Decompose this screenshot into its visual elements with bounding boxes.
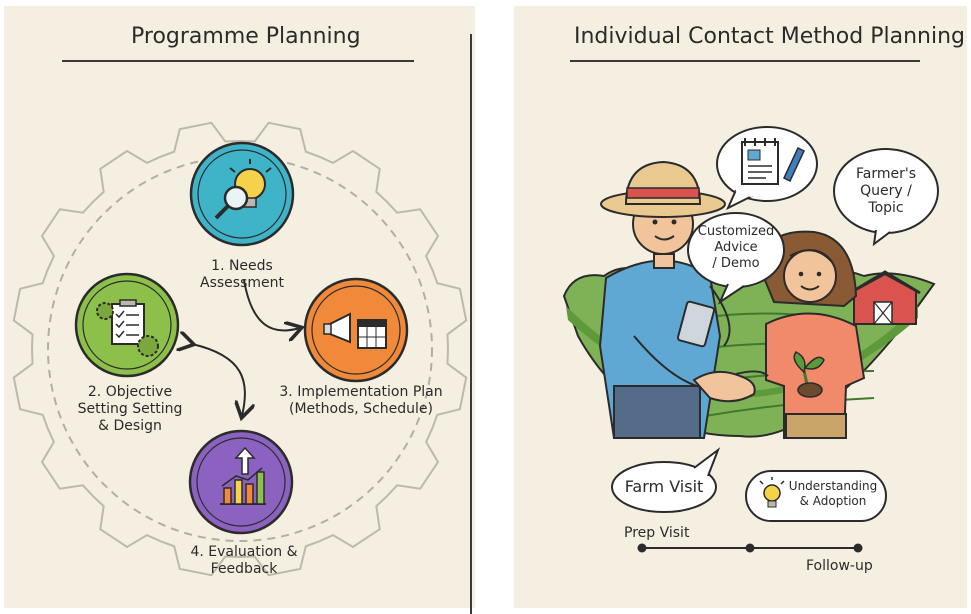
lightbulb-magnifier-icon <box>214 159 272 220</box>
farm-visit-label: Farm Visit <box>624 477 704 496</box>
step-label-needs-assessment: 1. Needs Assessment <box>167 258 317 292</box>
step-label-evaluation: 4. Evaluation & Feedback <box>174 544 314 578</box>
notebook-pen-icon <box>741 138 805 185</box>
visit-timeline <box>637 543 863 553</box>
panel-divider <box>470 34 472 614</box>
panel-title: Programme Planning <box>131 24 361 49</box>
farm-visit-illustration <box>562 126 939 553</box>
step-label-objective-setting: 2. Objective Setting Setting & Design <box>70 384 190 435</box>
barn-icon <box>849 270 921 325</box>
bubble-line: Advice <box>714 240 758 255</box>
bubble-line: / Demo <box>712 256 760 271</box>
understanding-label: Understanding & Adoption <box>782 479 884 509</box>
timeline-node-prep <box>637 543 647 553</box>
title-underline <box>62 60 414 62</box>
step-label-line: 4. Evaluation & <box>190 544 298 560</box>
panel-title: Individual Contact Method Planning <box>574 24 965 49</box>
checklist-gears-icon <box>96 299 159 357</box>
gear-outline <box>12 121 468 577</box>
timeline-end-label: Follow-up <box>806 558 873 574</box>
speech-bubble-farm-visit <box>611 447 721 513</box>
query-bubble-text: Farmer's Query / Topic <box>836 166 936 217</box>
step-label-line: Feedback <box>210 561 278 577</box>
arrow-needs-to-implementation <box>243 279 300 330</box>
bubble-line: Topic <box>868 200 904 216</box>
cycle-diagram <box>12 121 468 577</box>
extension-worker-figure <box>598 160 731 439</box>
individual-contact-panel: Individual Contact Method Planning <box>514 6 967 608</box>
step-label-line: 3. Implementation Plan <box>279 384 443 400</box>
speech-bubble-query <box>833 148 939 247</box>
lightbulb-icon <box>759 477 785 508</box>
arrow-objective-to-evaluation <box>192 344 245 416</box>
megaphone-calendar-icon <box>323 312 387 349</box>
step-label-implementation-plan: 3. Implementation Plan (Methods, Schedul… <box>276 384 446 418</box>
timeline-start-label: Prep Visit <box>624 525 690 541</box>
step-label-line: (Methods, Schedule) <box>289 401 433 417</box>
step-label-line: 1. Needs Assessment <box>200 258 284 291</box>
step-circle-implementation-plan <box>303 277 409 383</box>
bubble-line: Farmer's <box>855 166 916 182</box>
step-label-line: 2. Objective <box>87 384 173 400</box>
step-label-line: & Design <box>98 418 162 434</box>
bar-chart-arrow-icon <box>220 446 266 505</box>
timeline-node-visit <box>745 543 755 553</box>
title-underline <box>570 60 920 62</box>
timeline-node-follow-up <box>853 543 863 553</box>
dashed-cycle-ring <box>47 156 433 542</box>
bubble-line: Customized <box>697 224 775 239</box>
handshake-icon <box>692 370 769 403</box>
speech-bubble-advice <box>687 212 785 305</box>
programme-planning-panel: Programme Planning <box>4 6 475 614</box>
step-label-line: Setting Setting <box>77 401 183 417</box>
bubble-line: Query / <box>860 183 912 199</box>
bubble-line: & Adoption <box>799 494 867 508</box>
advice-bubble-text: Customized Advice / Demo <box>690 224 782 272</box>
bubble-line: Understanding <box>788 479 878 493</box>
